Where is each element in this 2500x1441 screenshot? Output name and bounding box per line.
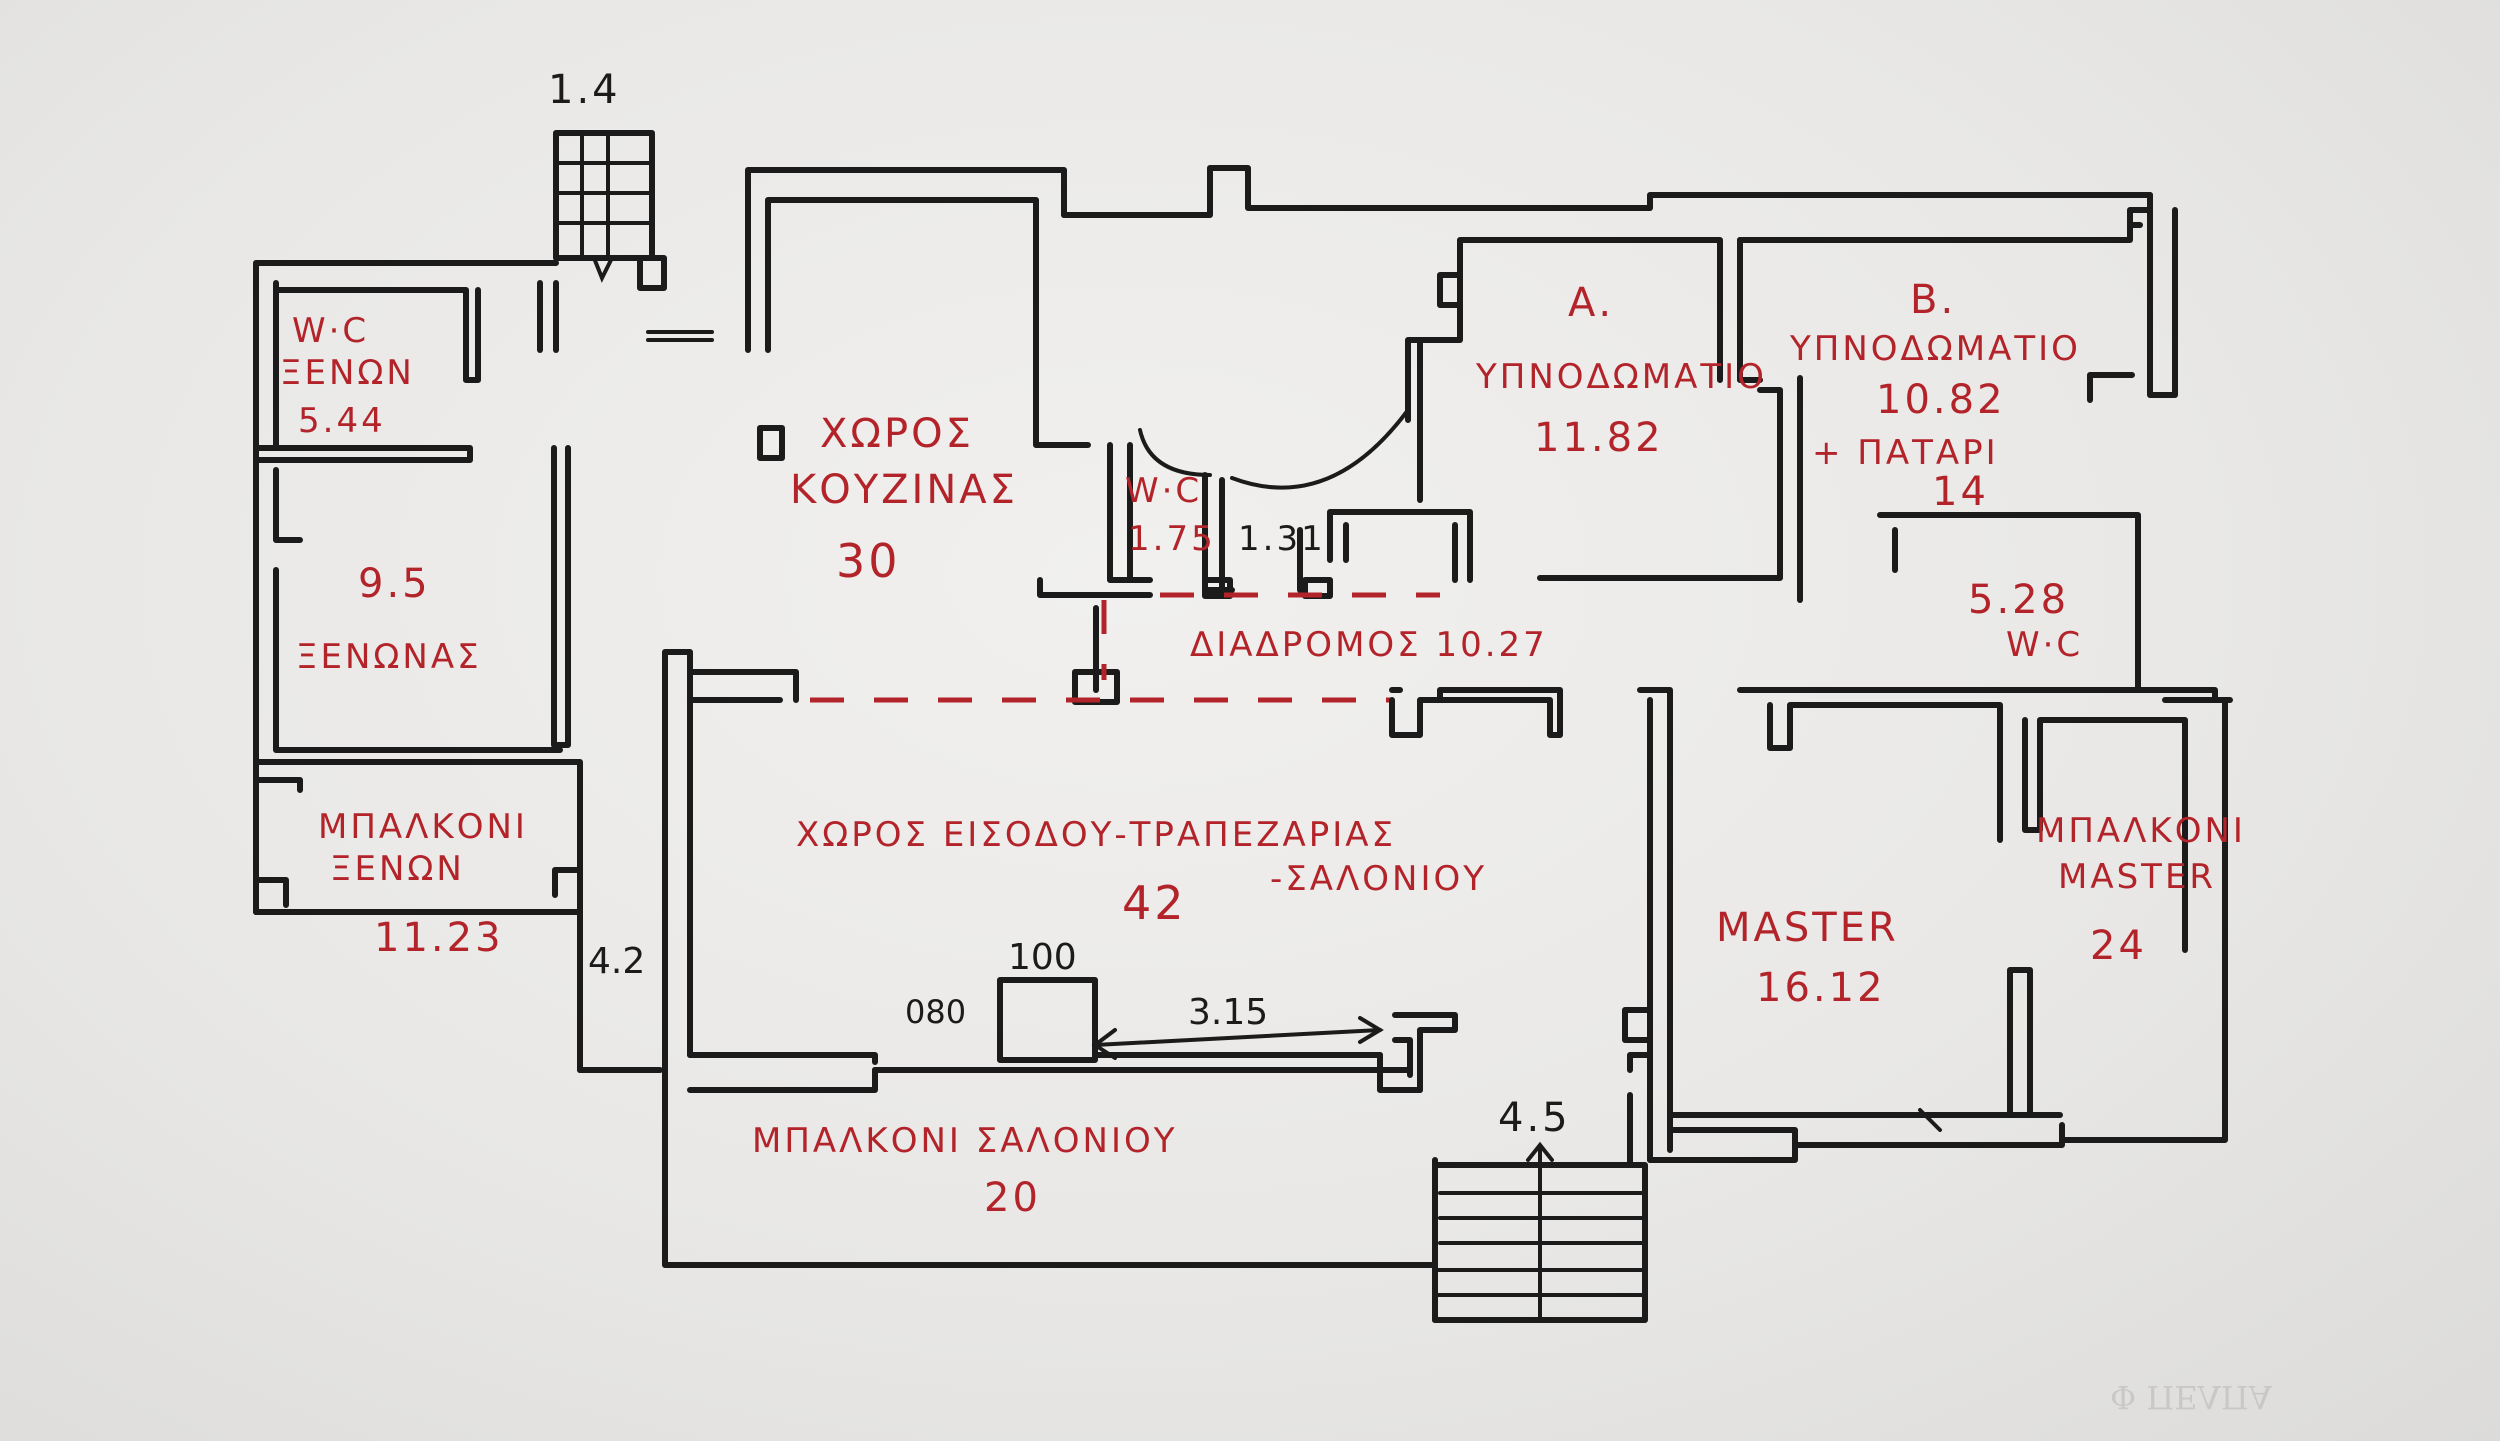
master-walls — [1622, 687, 2233, 1163]
label-bedroom-a-line1: Α. — [1568, 280, 1615, 326]
stair-bottom — [1432, 1141, 1648, 1323]
label-bedroom-a-area: 11.82 — [1534, 415, 1664, 461]
label-bedroom-b-area: 10.82 — [1876, 377, 2006, 423]
label-balcony-master-line1: ΜΠΑΛΚΟΝΙ — [2036, 811, 2246, 851]
label-balcony-living-line1: ΜΠΑΛΚΟΝΙ ΣΑΛΟΝΙΟΥ — [752, 1121, 1178, 1161]
label-wc-small-line1: W·C — [1125, 471, 1203, 511]
label-master-area: 16.12 — [1756, 965, 1886, 1011]
dimension-run: 3.15 — [1188, 992, 1269, 1033]
label-balcony-living-area: 20 — [984, 1175, 1041, 1221]
label-wc-small-area2: 1.31 — [1238, 519, 1326, 559]
label-master-name: MASTER — [1716, 905, 1899, 951]
ghost-text-bleedthrough: Φ ΠΕΛΠΑ — [2110, 1378, 2272, 1416]
label-wc-guest-area: 5.44 — [298, 401, 386, 441]
label-bedroom-b-extra: + ΠΑΤΑΡΙ — [1812, 433, 1999, 473]
label-balcony-guest-line1: ΜΠΑΛΚΟΝΙ — [318, 807, 528, 847]
living-room-walls — [662, 649, 1673, 1163]
label-kitchen-line2: ΚΟΥΖΙΝΑΣ — [790, 467, 1018, 513]
dimension-opening-width: 100 — [1008, 937, 1077, 978]
wc-small-walls — [1037, 408, 1473, 705]
label-stair-top: 1.4 — [548, 67, 621, 113]
label-stair-bottom: 4.5 — [1498, 1095, 1571, 1141]
label-kitchen-line1: ΧΩΡΟΣ — [820, 411, 974, 457]
label-corridor: ΔΙΑΔΡΟΜΟΣ 10.27 — [1190, 625, 1548, 665]
label-wc-master-side-area: 5.28 — [1968, 577, 2070, 623]
dimension-side: 4.2 — [588, 941, 646, 982]
left-wing-walls — [253, 260, 714, 1073]
label-wc-guest-line2: ΞΕΝΩΝ — [280, 353, 415, 393]
dimension-opening-height: 080 — [905, 993, 967, 1031]
label-bedroom-b-extra-area: 14 — [1932, 469, 1989, 515]
label-balcony-guest-area: 11.23 — [374, 915, 504, 961]
label-guest-room-area: 9.5 — [358, 561, 431, 607]
label-wc-small-area1: 1.75 — [1128, 519, 1216, 559]
label-kitchen-area: 30 — [836, 534, 901, 588]
label-wc-guest-line1: W·C — [292, 311, 370, 351]
label-living-area: 42 — [1122, 876, 1187, 930]
kitchen-walls — [745, 165, 1923, 461]
label-bedroom-a-line2: ΥΠΝΟΔΩΜΑΤΙΟ — [1476, 357, 1767, 397]
label-wc-master-side-name: W·C — [2006, 625, 2084, 665]
label-balcony-master-line2: MASTER — [2058, 857, 2217, 897]
label-living-line2: -ΣΑΛΟΝΙΟΥ — [1270, 859, 1488, 899]
label-balcony-guest-line2: ΞΕΝΩΝ — [330, 849, 465, 889]
label-bedroom-b-line1: Β. — [1910, 277, 1957, 323]
label-bedroom-b-line2: ΥΠΝΟΔΩΜΑΤΙΟ — [1790, 329, 2081, 369]
label-balcony-master-area: 24 — [2090, 923, 2147, 969]
stair-top — [553, 130, 667, 291]
label-guest-room-name: ΞΕΝΩΝΑΣ — [296, 637, 482, 677]
bedroom-a-walls — [1405, 237, 1783, 581]
label-living-line1: ΧΩΡΟΣ ΕΙΣΟΔΟΥ-ΤΡΑΠΕΖΑΡΙΑΣ — [796, 815, 1397, 855]
